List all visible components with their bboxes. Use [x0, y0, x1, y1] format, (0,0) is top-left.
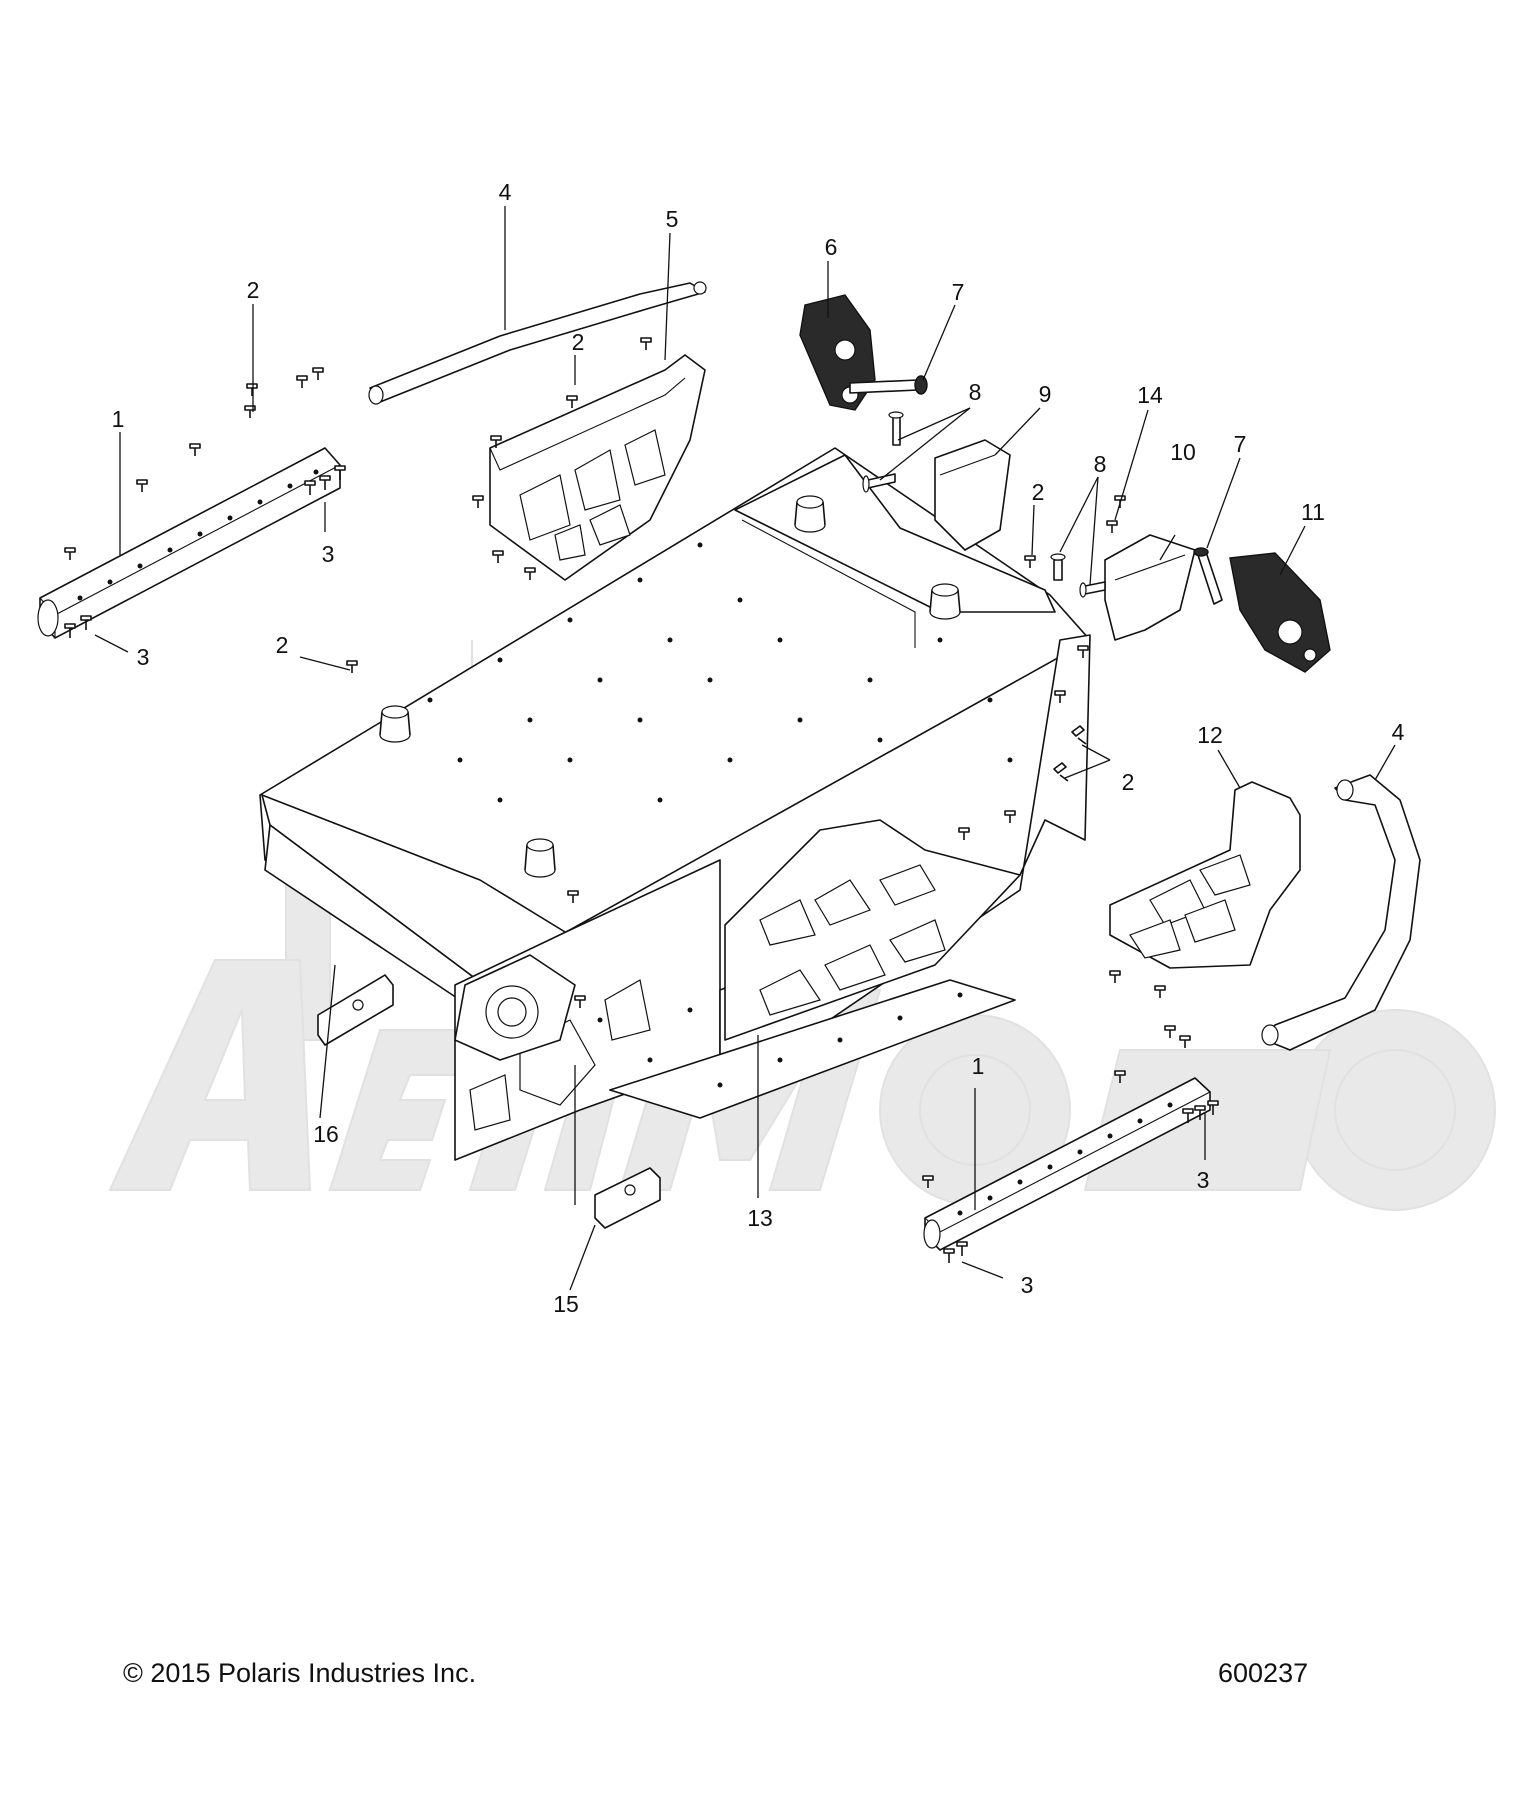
fasteners	[64, 337, 1223, 1263]
callout-3: 3	[137, 644, 150, 670]
callout-labels: 2 1 3 3 4 2 5 6 7 8 9 2 8 14 10 7 11 2 2…	[112, 179, 1405, 1317]
callout-7: 7	[1234, 431, 1247, 457]
callout-10: 10	[1170, 439, 1196, 465]
part-1-left-runner	[37, 447, 341, 639]
part-10-cover	[1104, 534, 1196, 641]
callout-12: 12	[1197, 722, 1223, 748]
callout-4: 4	[1392, 719, 1405, 745]
callout-5: 5	[666, 206, 679, 232]
callout-3: 3	[1021, 1272, 1034, 1298]
part-4-side-grab-bar	[1261, 774, 1421, 1051]
callout-11: 11	[1301, 499, 1325, 525]
callout-3: 3	[1197, 1167, 1210, 1193]
part-11-mount-bracket	[1229, 552, 1331, 673]
callout-6: 6	[825, 234, 838, 260]
part-4-rear-grab-bar	[368, 281, 707, 405]
callout-2: 2	[276, 632, 289, 658]
callout-15: 15	[553, 1291, 579, 1317]
callout-9: 9	[1039, 381, 1052, 407]
part-15-bracket	[594, 1167, 661, 1229]
part-16-bracket	[317, 974, 394, 1046]
callout-8: 8	[969, 379, 982, 405]
callout-16: 16	[313, 1121, 339, 1147]
callout-1: 1	[112, 406, 125, 432]
copyright-notice: © 2015 Polaris Industries Inc.	[123, 1658, 477, 1688]
callout-14: 14	[1137, 382, 1163, 408]
callout-7: 7	[952, 279, 965, 305]
deck-bolt-towers	[379, 495, 961, 878]
part-9-cover	[934, 439, 1011, 551]
callout-2: 2	[1032, 479, 1045, 505]
part-12-footrest-plate	[1109, 781, 1301, 969]
callout-1: 1	[972, 1053, 985, 1079]
callout-4: 4	[499, 179, 512, 205]
callout-13: 13	[747, 1205, 773, 1231]
diagram-number: 600237	[1218, 1658, 1309, 1688]
deck-rivets	[427, 542, 1013, 1088]
callout-2: 2	[247, 277, 260, 303]
chassis-tunnel	[259, 447, 1091, 1161]
part-1-right-runner	[923, 1077, 1211, 1251]
screw-group-left-runner	[64, 367, 346, 638]
callout-8: 8	[1094, 451, 1107, 477]
leader-lines	[94, 206, 1396, 1291]
callout-2: 2	[572, 329, 585, 355]
part-5-footrest-plate	[489, 354, 706, 581]
callout-2: 2	[1122, 769, 1135, 795]
part-6-mount-bracket	[799, 294, 876, 411]
callout-3: 3	[322, 541, 335, 567]
